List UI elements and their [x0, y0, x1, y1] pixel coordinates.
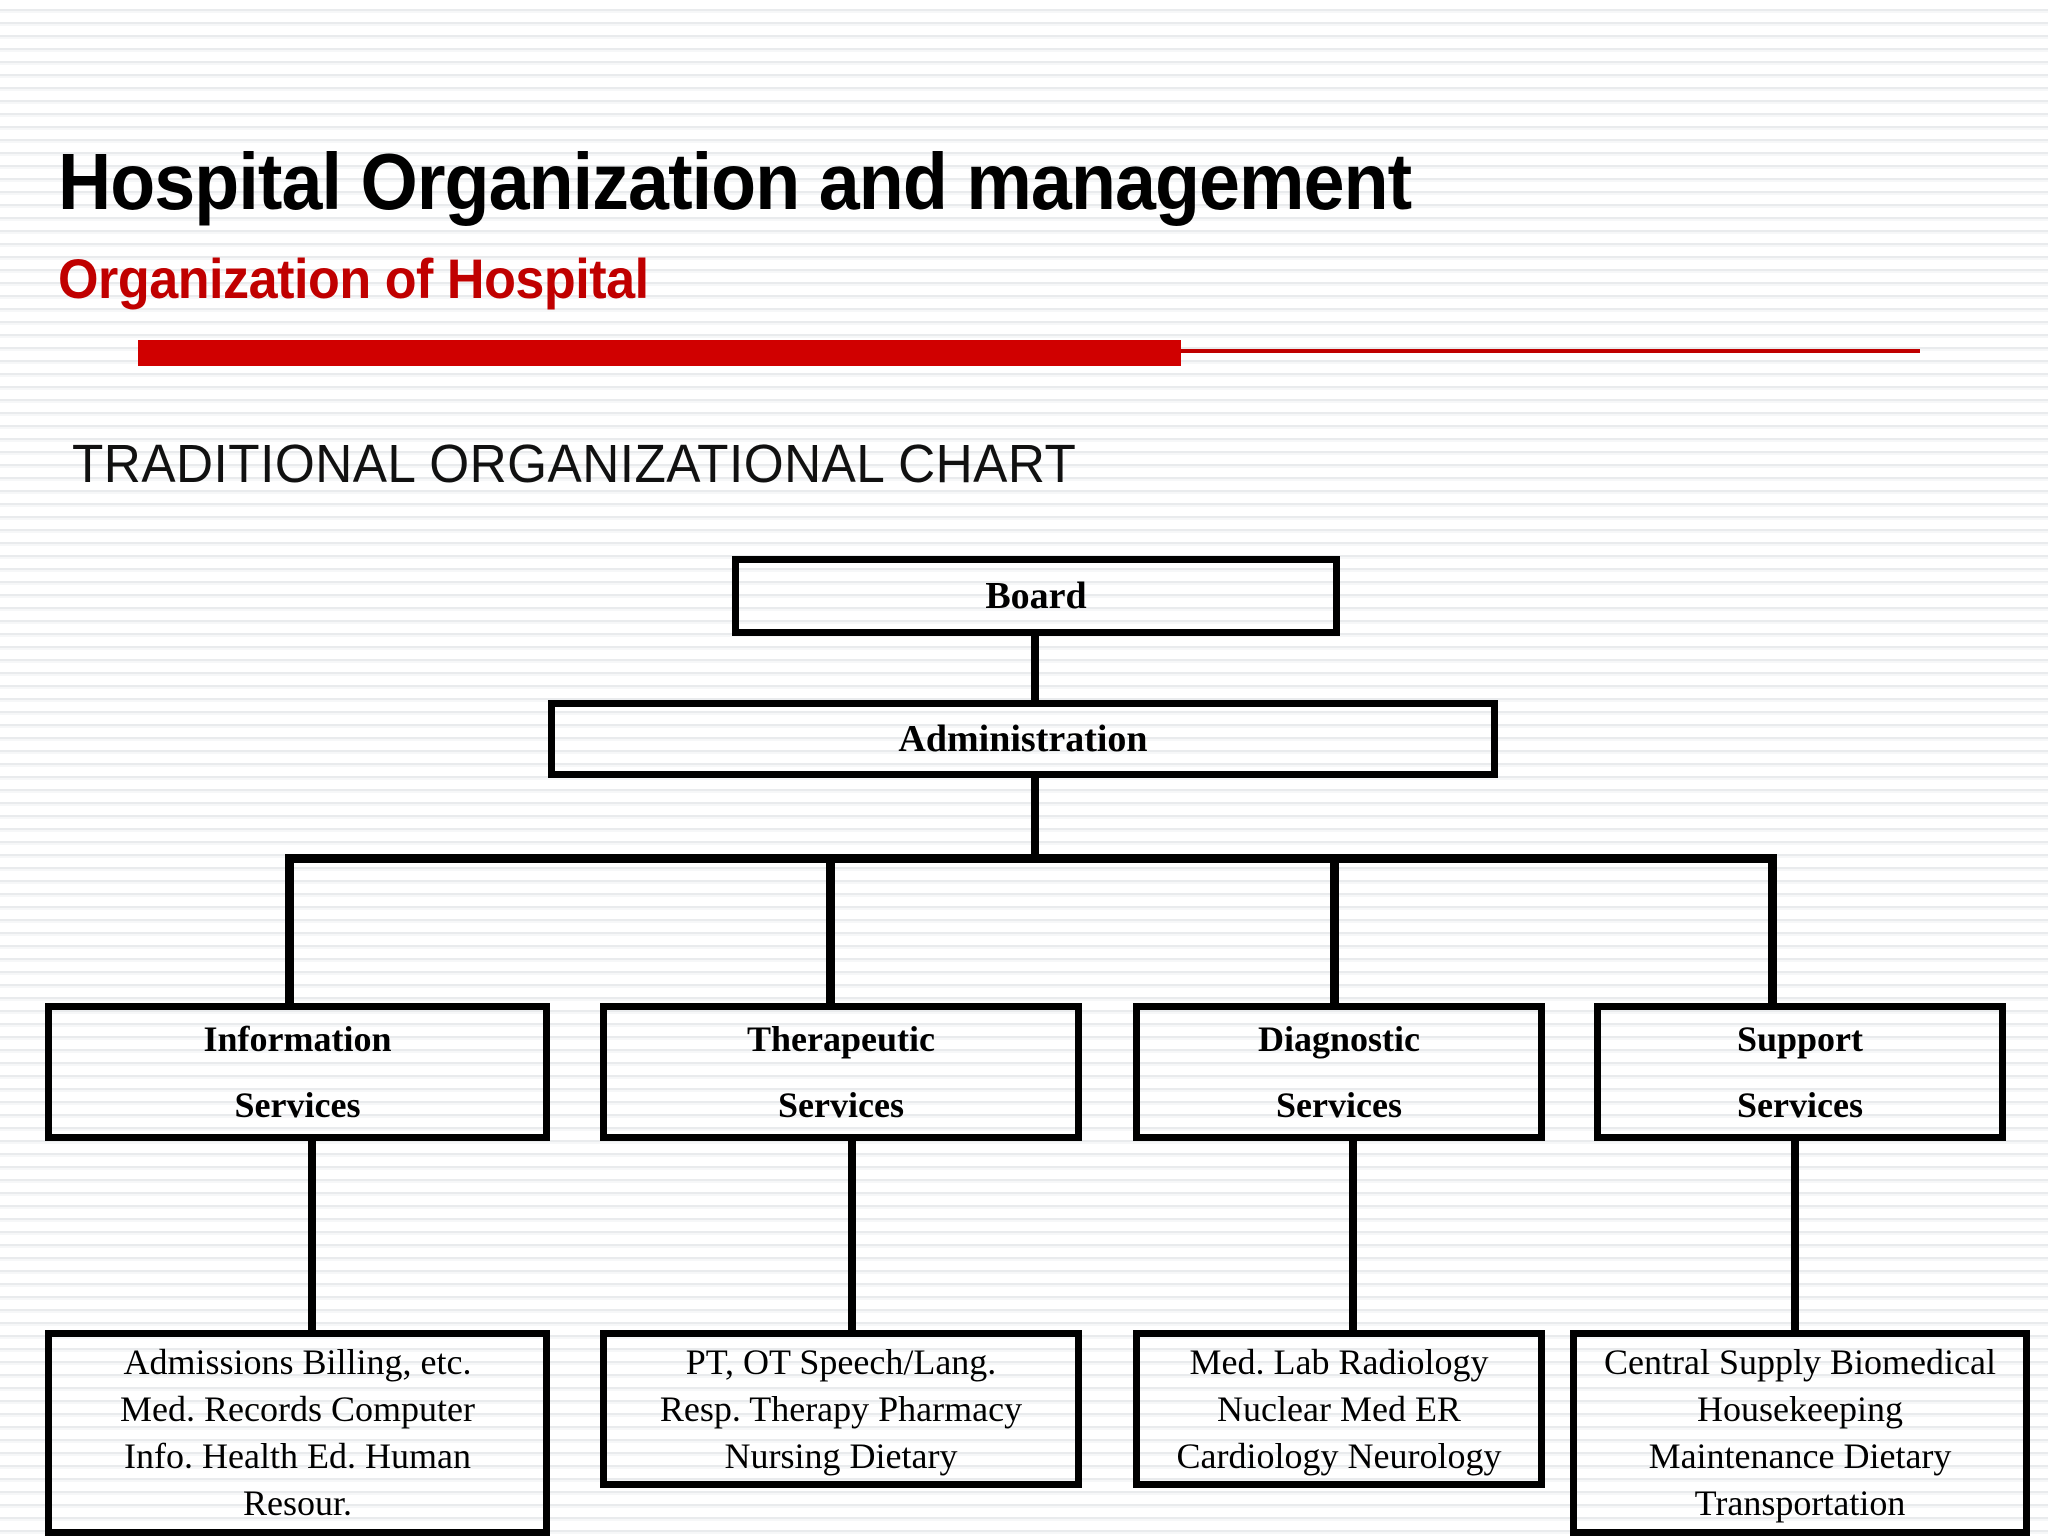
- connector-bus-to-therapeutic: [826, 854, 835, 1006]
- org-node-therapeutic-services[interactable]: Therapeutic Services: [600, 1003, 1082, 1141]
- connector-therapeutic-to-details: [848, 1140, 856, 1330]
- org-node-diagnostic-services[interactable]: Diagnostic Services: [1133, 1003, 1545, 1141]
- org-node-information-line2: Services: [234, 1085, 361, 1125]
- org-node-administration[interactable]: Administration: [548, 700, 1498, 778]
- org-node-diagnostic-line2: Services: [1276, 1085, 1402, 1125]
- org-node-information-services[interactable]: Information Services: [45, 1003, 550, 1141]
- connector-horizontal-bus: [285, 854, 1777, 863]
- detail-line: Admissions Billing, etc.: [123, 1342, 472, 1382]
- connector-administration-down: [1031, 773, 1039, 861]
- org-node-support-line2: Services: [1737, 1085, 1863, 1125]
- org-node-support-services[interactable]: Support Services: [1594, 1003, 2006, 1141]
- detail-line: Med. Lab Radiology: [1189, 1341, 1489, 1382]
- org-node-diagnostic-details[interactable]: Med. Lab Radiology Nuclear Med ER Cardio…: [1133, 1330, 1545, 1488]
- detail-line: Nuclear Med ER: [1217, 1388, 1461, 1429]
- detail-line: Maintenance Dietary: [1648, 1436, 1952, 1476]
- section-heading: TRADITIONAL ORGANIZATIONAL CHART: [72, 434, 1077, 494]
- detail-line: Cardiology Neurology: [1176, 1435, 1502, 1476]
- org-node-support-details[interactable]: Central Supply Biomedical Housekeeping M…: [1570, 1330, 2030, 1536]
- org-node-administration-label: Administration: [898, 718, 1148, 760]
- detail-line: Resp. Therapy Pharmacy: [659, 1388, 1023, 1429]
- org-node-board-label: Board: [985, 575, 1087, 617]
- org-node-information-details[interactable]: Admissions Billing, etc. Med. Records Co…: [45, 1330, 550, 1536]
- detail-line: Med. Records Computer: [120, 1389, 475, 1429]
- page-subtitle: Organization of Hospital: [58, 247, 649, 310]
- detail-line: Resour.: [242, 1483, 352, 1523]
- org-node-therapeutic-line1: Therapeutic: [747, 1019, 935, 1059]
- org-node-support-line1: Support: [1736, 1019, 1864, 1059]
- connector-support-to-details: [1791, 1140, 1799, 1330]
- connector-bus-to-information: [285, 854, 294, 1006]
- detail-line: Info. Health Ed. Human: [124, 1436, 471, 1476]
- detail-line: PT, OT Speech/Lang.: [685, 1341, 997, 1382]
- org-node-diagnostic-line1: Diagnostic: [1258, 1019, 1420, 1059]
- org-node-information-line1: Information: [203, 1019, 392, 1059]
- org-node-therapeutic-details[interactable]: PT, OT Speech/Lang. Resp. Therapy Pharma…: [600, 1330, 1082, 1488]
- connector-diagnostic-to-details: [1349, 1140, 1357, 1330]
- detail-line: Central Supply Biomedical: [1604, 1342, 1996, 1382]
- connector-information-to-details: [308, 1140, 316, 1330]
- connector-board-to-administration: [1031, 632, 1039, 702]
- accent-rule-thick: [138, 340, 1181, 366]
- connector-bus-to-diagnostic: [1330, 854, 1339, 1006]
- detail-line: Housekeeping: [1697, 1389, 1903, 1429]
- connector-bus-to-support: [1768, 854, 1777, 1006]
- detail-line: Transportation: [1694, 1483, 1906, 1523]
- org-node-board[interactable]: Board: [732, 556, 1340, 636]
- detail-line: Nursing Dietary: [724, 1435, 958, 1476]
- page-title: Hospital Organization and management: [58, 137, 1412, 226]
- org-node-therapeutic-line2: Services: [778, 1085, 904, 1125]
